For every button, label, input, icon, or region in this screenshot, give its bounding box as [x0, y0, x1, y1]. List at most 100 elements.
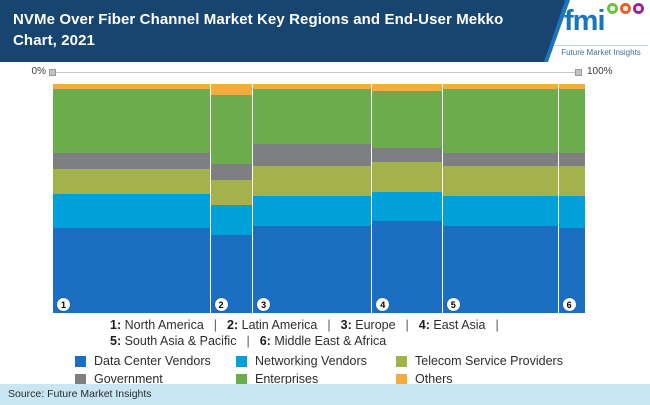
mekko-column-europe: 3 — [253, 84, 372, 313]
legend-label: Government — [94, 372, 163, 386]
legend-item-networking-vendors: Networking Vendors — [236, 354, 396, 368]
segment-others — [210, 84, 253, 96]
mekko-column-south-asia-pacific: 5 — [442, 84, 558, 313]
region-legend-name: South Asia & Pacific — [121, 334, 237, 348]
logo-person-icon — [633, 3, 644, 14]
segment-government — [372, 148, 442, 162]
slider-track[interactable] — [53, 72, 578, 73]
source-text: Source: Future Market Insights — [8, 388, 152, 400]
segment-data-center-vendors — [442, 225, 558, 313]
segment-government — [442, 152, 558, 167]
region-number-badge: 6 — [562, 298, 576, 311]
segment-others — [442, 84, 558, 89]
segment-others — [558, 84, 585, 89]
legend-swatch — [75, 373, 86, 385]
logo-dots — [607, 3, 644, 14]
legend-item-telecom-service-providers: Telecom Service Providers — [396, 354, 650, 368]
segment-government — [253, 143, 372, 167]
mekko-column-north-america: 1 — [53, 84, 210, 313]
legend-separator: | — [405, 318, 409, 332]
segment-enterprises — [372, 90, 442, 149]
legend-swatch — [75, 355, 86, 367]
segment-others — [253, 84, 372, 89]
slider-handle-right[interactable] — [575, 69, 582, 76]
segment-data-center-vendors — [372, 221, 442, 313]
region-legend-name: North America — [121, 318, 204, 332]
region-number-badge: 2 — [214, 298, 228, 311]
segment-networking-vendors — [253, 196, 372, 226]
legend-swatch — [396, 373, 407, 385]
legend-label: Others — [415, 372, 453, 386]
source-bar: Source: Future Market Insights — [0, 384, 650, 405]
legend-item-others: Others — [396, 372, 650, 386]
legend-swatch — [236, 373, 247, 385]
segment-networking-vendors — [558, 196, 585, 229]
region-number-badge: 5 — [446, 298, 460, 311]
logo-abbr-text: fmi — [564, 5, 605, 37]
region-legend-number: 4: — [418, 318, 430, 332]
legend-item-enterprises: Enterprises — [236, 372, 396, 386]
segment-enterprises — [210, 95, 253, 165]
header: NVMe Over Fiber Channel Market Key Regio… — [0, 0, 650, 62]
mekko-column-east-asia: 4 — [372, 84, 442, 313]
region-legend-number: 1: — [110, 318, 122, 332]
segment-government — [210, 164, 253, 181]
logo-four-icon — [620, 3, 631, 14]
logo-chat-icon — [607, 3, 618, 14]
legend-item-government: Government — [75, 372, 236, 386]
segment-telecom-service-providers — [442, 166, 558, 197]
region-number-badge: 1 — [57, 298, 70, 311]
region-legend-number: 3: — [340, 318, 352, 332]
legend-label: Telecom Service Providers — [415, 354, 563, 368]
segment-networking-vendors — [210, 205, 253, 236]
axis-min-label: 0% — [31, 66, 46, 77]
segment-networking-vendors — [53, 193, 210, 229]
legend-label: Enterprises — [255, 372, 319, 386]
region-legend-number: 6: — [259, 334, 271, 348]
segment-telecom-service-providers — [53, 168, 210, 194]
logo-subtitle: Future Market Insights — [554, 45, 648, 57]
segment-telecom-service-providers — [372, 161, 442, 192]
legend-label: Data Center Vendors — [94, 354, 211, 368]
region-legend-line: 5: South Asia & Pacific|6: Middle East &… — [110, 333, 650, 349]
category-legend: Data Center Vendors Networking Vendors Tel… — [75, 354, 650, 386]
segment-data-center-vendors — [253, 225, 372, 313]
legend-swatch — [236, 355, 247, 367]
segment-enterprises — [558, 88, 585, 153]
legend-swatch — [396, 355, 407, 367]
mekko-chart: 1 2 3 4 5 6 — [53, 84, 585, 313]
segment-networking-vendors — [372, 191, 442, 222]
region-legend-name: Europe — [351, 318, 396, 332]
segment-networking-vendors — [442, 196, 558, 226]
segment-enterprises — [442, 88, 558, 153]
region-legend-line: 1: North America|2: Latin America|3: Eur… — [110, 317, 650, 333]
range-slider-row: 0% 100% — [0, 62, 650, 84]
segment-telecom-service-providers — [253, 166, 372, 197]
segment-telecom-service-providers — [558, 166, 585, 197]
legend-label: Networking Vendors — [255, 354, 367, 368]
segment-data-center-vendors — [53, 228, 210, 313]
mekko-column-middle-east-africa: 6 — [558, 84, 585, 313]
region-number-badge: 4 — [376, 298, 390, 311]
segment-others — [372, 84, 442, 91]
region-number-badge: 3 — [257, 298, 271, 311]
fmi-logo: fmi Future Market Insights — [548, 0, 650, 62]
segment-government — [558, 152, 585, 167]
mekko-column-latin-america: 2 — [210, 84, 253, 313]
segment-enterprises — [253, 88, 372, 144]
segment-telecom-service-providers — [210, 180, 253, 206]
legend-separator: | — [246, 334, 250, 348]
segment-government — [53, 152, 210, 169]
segment-enterprises — [53, 88, 210, 153]
axis-max-label: 100% — [587, 66, 613, 77]
region-legend: 1: North America|2: Latin America|3: Eur… — [110, 317, 650, 349]
region-legend-name: East Asia — [429, 318, 486, 332]
segment-others — [53, 84, 210, 89]
legend-separator: | — [213, 318, 218, 332]
legend-separator: | — [495, 318, 499, 332]
slider-handle-left[interactable] — [49, 69, 56, 76]
region-legend-name: Middle East & Africa — [270, 334, 387, 348]
page-title: NVMe Over Fiber Channel Market Key Regio… — [13, 11, 504, 49]
region-legend-number: 2: — [227, 318, 239, 332]
